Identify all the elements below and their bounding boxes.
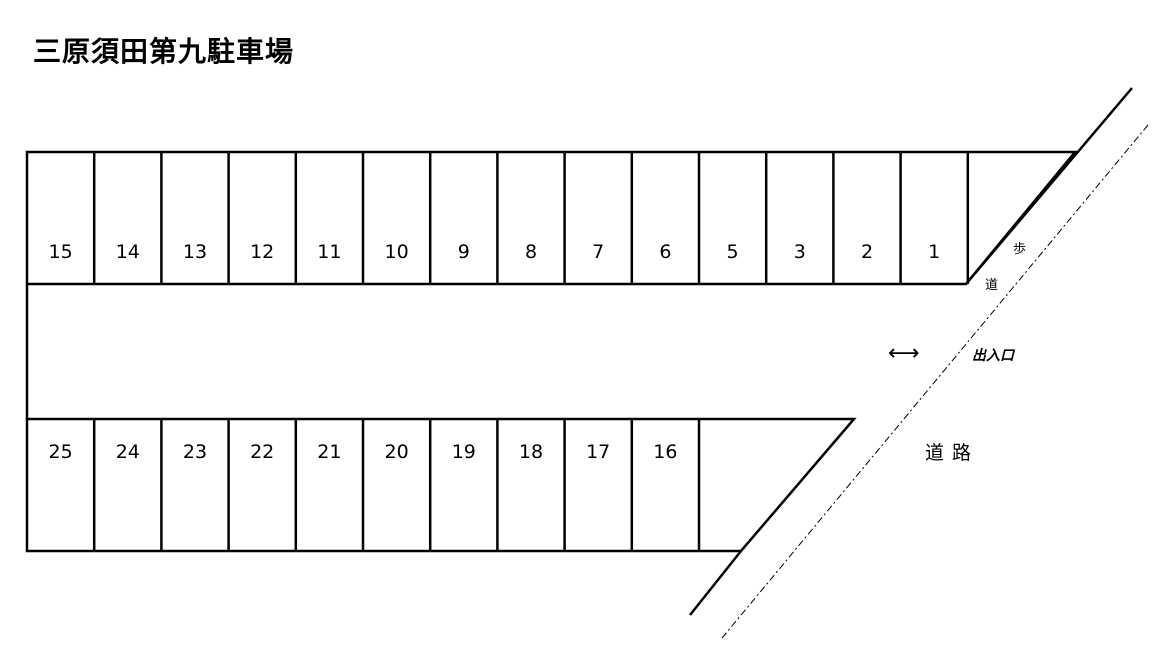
- lot-outline: [25, 87, 1133, 616]
- stall-number: 11: [317, 241, 341, 263]
- sidewalk-label-1: 歩: [1013, 242, 1026, 257]
- stall-number: 8: [525, 241, 537, 263]
- stall-number: 7: [592, 241, 604, 263]
- stall-number: 9: [458, 241, 470, 263]
- sidewalk-label-2: 道: [985, 278, 998, 293]
- stall-number: 1: [928, 241, 940, 263]
- stall-number: 23: [183, 441, 207, 463]
- entrance-arrow-icon: ⟷: [888, 341, 920, 366]
- stall-number: 21: [317, 441, 341, 463]
- stall-number: 14: [116, 241, 140, 263]
- stall-number: 13: [183, 241, 207, 263]
- stall-number: 15: [49, 241, 73, 263]
- bottom-stall-dividers: [92, 419, 701, 551]
- stall-number: 17: [586, 441, 610, 463]
- stall-number: 22: [250, 441, 274, 463]
- stall-number: 16: [653, 441, 677, 463]
- stall-number: 2: [861, 241, 873, 263]
- page-title: 三原須田第九駐車場: [33, 35, 295, 68]
- bottom-row-outline: [25, 417, 857, 553]
- bottom-stall-numbers: 25 24 23 22 21 20 19 18 17 16: [49, 441, 678, 463]
- road-edge-lower: [689, 550, 742, 616]
- stall-number: 12: [250, 241, 274, 263]
- top-row-outline: [25, 150, 1078, 286]
- stall-number: 18: [519, 441, 543, 463]
- top-stall-dividers: [92, 152, 970, 284]
- stall-number: 20: [385, 441, 409, 463]
- stall-number: 19: [452, 441, 476, 463]
- stall-number: 25: [49, 441, 73, 463]
- stall-number: 3: [794, 241, 806, 263]
- stall-number: 6: [659, 241, 671, 263]
- road-label: 道路: [925, 442, 979, 464]
- stall-number: 5: [727, 241, 739, 263]
- stall-number: 10: [385, 241, 409, 263]
- top-stall-numbers: 15 14 13 12 11 10 9 8 7 6 5 3 2 1: [49, 241, 941, 263]
- entrance-label: 出入口: [972, 347, 1016, 364]
- road-centerline: [721, 124, 1149, 639]
- stall-number: 24: [116, 441, 140, 463]
- road-edge-upper: [965, 87, 1133, 285]
